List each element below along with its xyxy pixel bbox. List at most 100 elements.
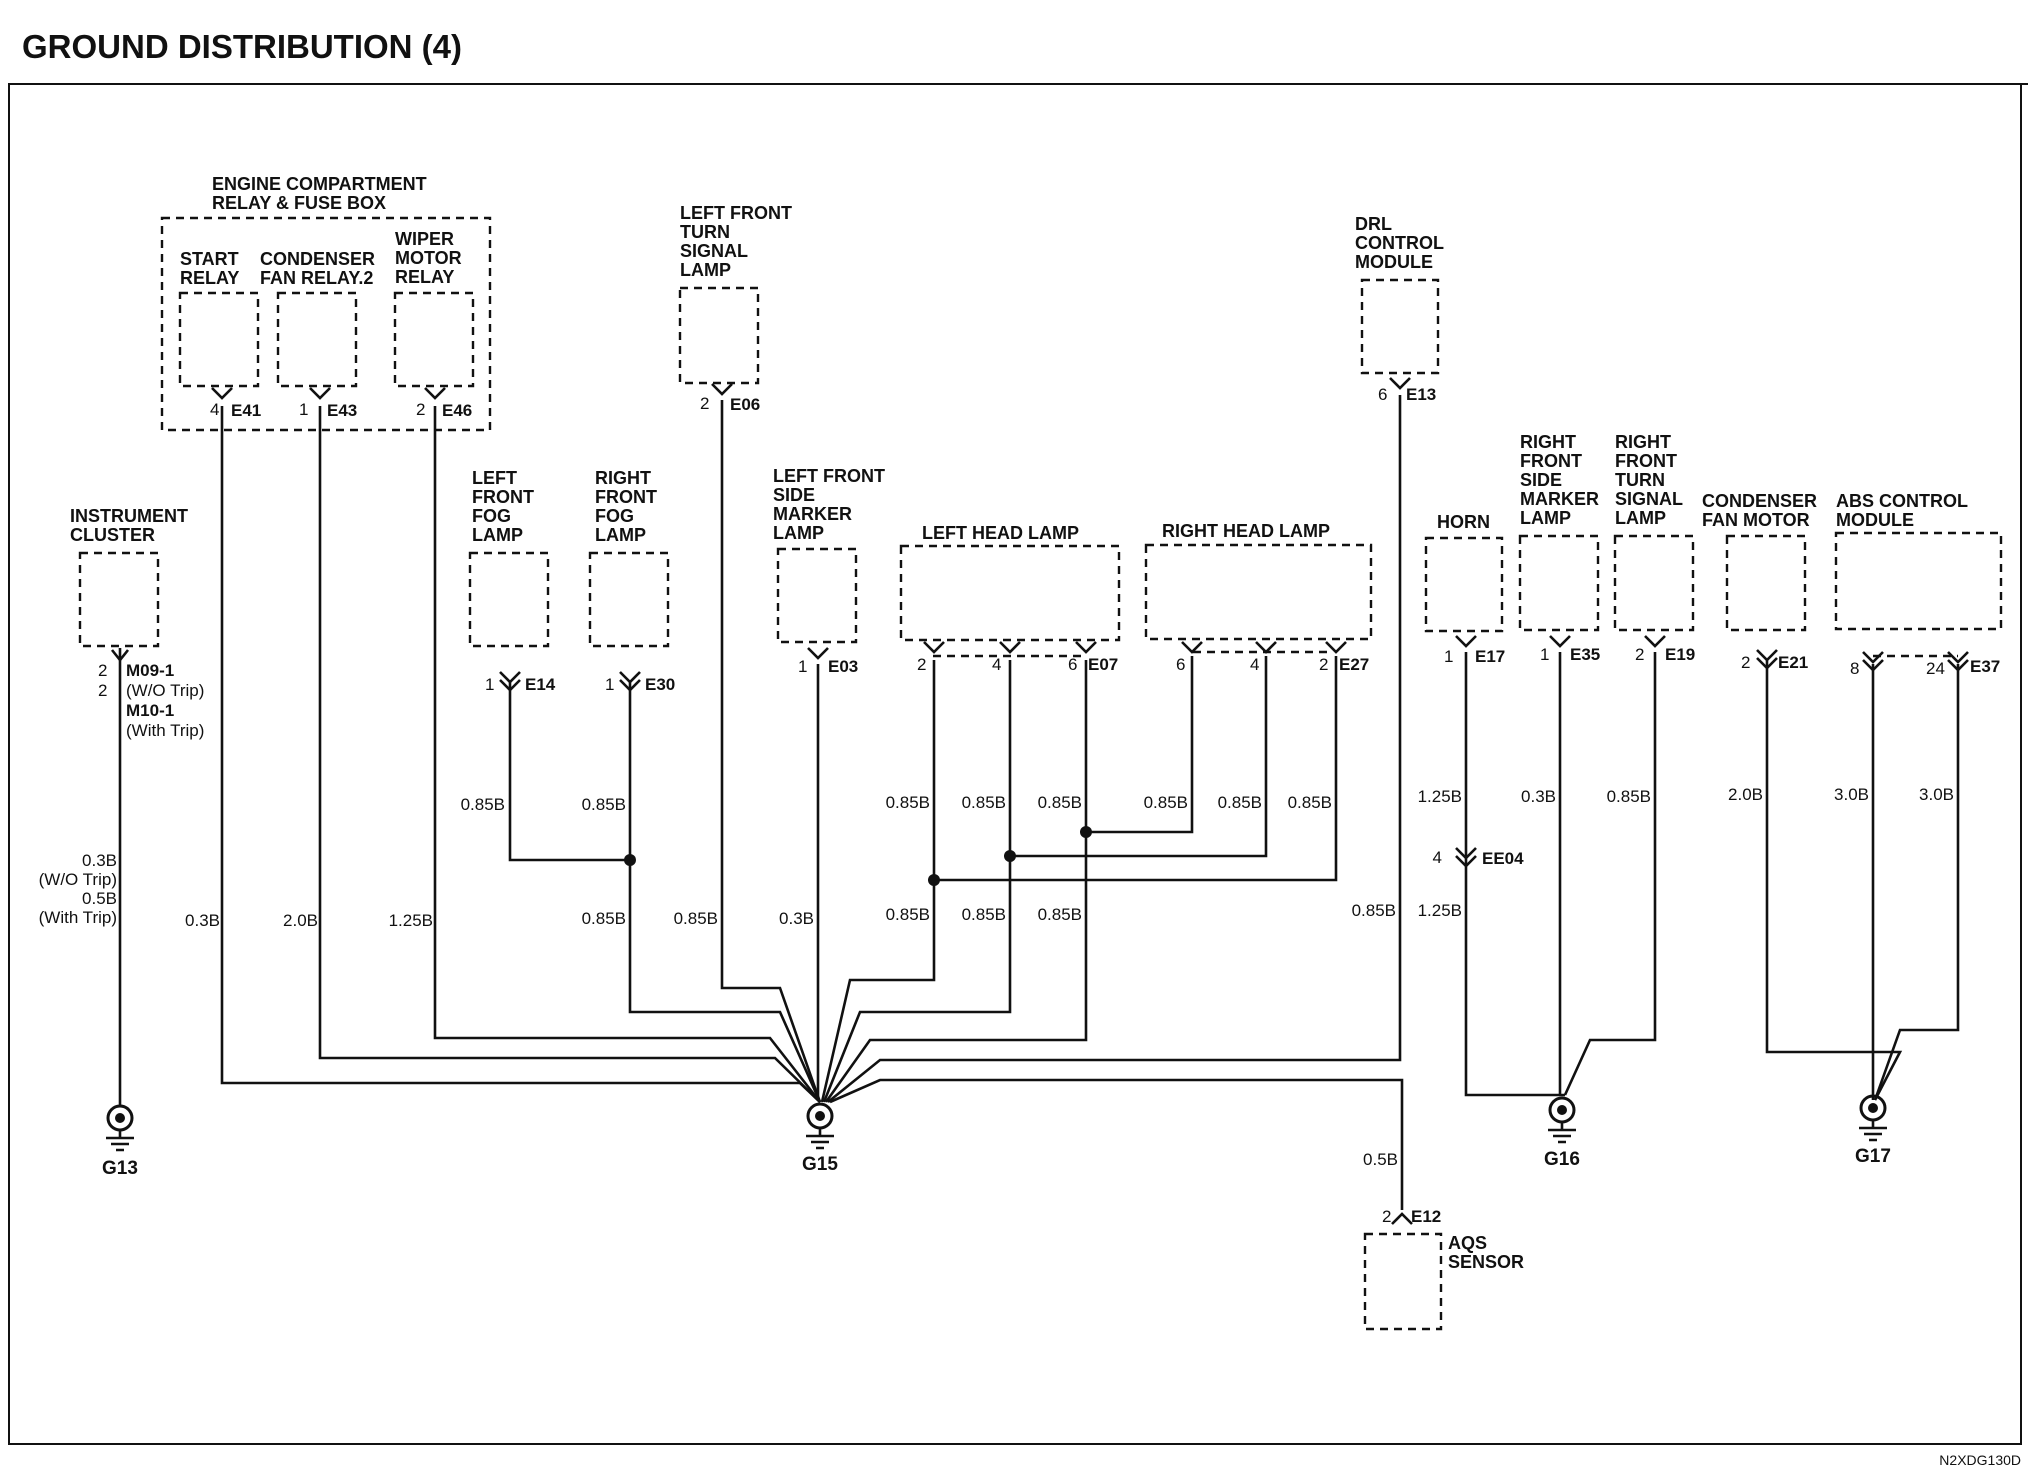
aqs-label-2: SENSOR xyxy=(1448,1252,1524,1272)
ground-g17-label: G17 xyxy=(1855,1146,1891,1167)
drl-connector: E13 xyxy=(1406,385,1436,404)
rf-marker-box xyxy=(1518,534,1600,632)
drl-pin: 6 xyxy=(1378,385,1387,404)
ground-g15-icon xyxy=(806,1128,834,1150)
wire-drl xyxy=(827,395,1402,1104)
rf-turn-pin: 2 xyxy=(1635,645,1644,664)
horn-pin: 1 xyxy=(1444,647,1453,666)
condenser-fan-relay-label-2: FAN RELAY.2 xyxy=(260,268,373,288)
wire-wiper-relay xyxy=(433,406,822,1103)
rf-turn-box xyxy=(1613,534,1695,632)
right-head-pin-6: 6 xyxy=(1176,655,1185,674)
wire-label-aqs: 0.5B xyxy=(1363,1150,1398,1169)
splice-head-6 xyxy=(1080,826,1092,838)
wiper-relay-connector: E46 xyxy=(442,401,472,420)
ground-g16-dot xyxy=(1557,1105,1567,1115)
wire-lf-fog xyxy=(508,680,630,862)
wire-label-merge-h1: 0.85B xyxy=(886,905,930,924)
wire-label-drl: 0.85B xyxy=(1352,901,1396,920)
wire-right-head-6 xyxy=(1086,656,1194,834)
ground-g17-icon xyxy=(1859,1120,1887,1142)
wire-abs-24 xyxy=(1873,664,1960,1101)
lf-turn-label-3: SIGNAL xyxy=(680,241,748,261)
wiper-relay-box xyxy=(393,291,475,388)
right-head-lamp-box xyxy=(1144,543,1373,641)
wiper-relay-label-1: WIPER xyxy=(395,229,454,249)
rf-fog-pin: 1 xyxy=(605,675,614,694)
abs-box xyxy=(1834,531,2003,631)
drl-label-2: CONTROL xyxy=(1355,233,1444,253)
rf-marker-label-4: MARKER xyxy=(1520,489,1599,509)
lf-fog-label-3: FOG xyxy=(472,506,511,526)
right-front-turn-signal-lamp: RIGHT FRONT TURN SIGNAL LAMP 2 E19 xyxy=(1613,432,1695,664)
connector-chevrons xyxy=(110,377,1969,1225)
right-head-lamp-label: RIGHT HEAD LAMP xyxy=(1162,521,1330,541)
wire-label-horn-lower: 1.25B xyxy=(1418,901,1462,920)
lf-marker-pin: 1 xyxy=(798,657,807,676)
horn-box xyxy=(1424,536,1504,633)
lf-fog-box xyxy=(468,551,550,648)
drl-control-module: DRL CONTROL MODULE 6 E13 xyxy=(1355,214,1444,404)
abs-connector: E37 xyxy=(1970,657,2000,676)
rf-fog-label-4: LAMP xyxy=(595,525,646,545)
rf-turn-label-1: RIGHT xyxy=(1615,432,1671,452)
ic-connector-1: M09-1 xyxy=(126,661,174,680)
wire-label-marker-left: 0.3B xyxy=(779,909,814,928)
wire-labels: 0.3B 2.0B 1.25B 0.85B 0.85B 0.85B 0.85B … xyxy=(185,785,1954,1169)
ground-g16: G16 xyxy=(1544,1096,1580,1170)
condenser-fan-relay-box xyxy=(276,291,358,388)
ic-wire-2: 0.5B xyxy=(82,889,117,908)
horn-inline-connector: EE04 xyxy=(1482,849,1524,868)
right-front-fog-lamp: RIGHT FRONT FOG LAMP 1 E30 xyxy=(588,468,675,694)
rf-fog-label-3: FOG xyxy=(595,506,634,526)
rf-marker-label-2: FRONT xyxy=(1520,451,1582,471)
ic-wire-1: 0.3B xyxy=(82,851,117,870)
aqs-connector: E12 xyxy=(1411,1207,1441,1226)
wire-label-rf-turn: 0.85B xyxy=(1607,787,1651,806)
lf-marker-connector: E03 xyxy=(828,657,858,676)
left-head-pin-4: 4 xyxy=(992,655,1001,674)
drl-box xyxy=(1360,278,1440,375)
ground-g16-label: G16 xyxy=(1544,1149,1580,1170)
wire-label-head-r3: 0.85B xyxy=(1288,793,1332,812)
lf-fog-label-1: LEFT xyxy=(472,468,517,488)
ic-note-2: (With Trip) xyxy=(126,721,204,740)
wiper-relay-label-3: RELAY xyxy=(395,267,454,287)
drl-label-1: DRL xyxy=(1355,214,1392,234)
right-head-pin-2: 2 xyxy=(1319,655,1328,674)
rf-fog-label-1: RIGHT xyxy=(595,468,651,488)
lf-marker-label-1: LEFT FRONT xyxy=(773,466,885,486)
cond-motor-label-2: FAN MOTOR xyxy=(1702,510,1810,530)
rf-turn-label-2: FRONT xyxy=(1615,451,1677,471)
lf-fog-label-2: FRONT xyxy=(472,487,534,507)
rf-fog-label-2: FRONT xyxy=(595,487,657,507)
left-front-turn-signal-lamp: LEFT FRONT TURN SIGNAL LAMP 2 E06 xyxy=(678,203,792,414)
splice-head-4 xyxy=(1004,850,1016,862)
wire-label-horn-upper: 1.25B xyxy=(1418,787,1462,806)
cond-motor-pin: 2 xyxy=(1741,653,1750,672)
horn-label: HORN xyxy=(1437,512,1490,532)
lf-turn-label-2: TURN xyxy=(680,222,730,242)
wire-label-abs-24: 3.0B xyxy=(1919,785,1954,804)
wire-label-rf-marker: 0.3B xyxy=(1521,787,1556,806)
relay-box-label-line2: RELAY & FUSE BOX xyxy=(212,193,386,213)
start-relay-connector: E41 xyxy=(231,401,261,420)
left-head-lamp-label: LEFT HEAD LAMP xyxy=(922,523,1079,543)
wire-condenser-relay xyxy=(318,406,821,1103)
ic-wire-note-2: (With Trip) xyxy=(39,908,117,927)
lf-marker-label-4: LAMP xyxy=(773,523,824,543)
lf-marker-label-2: SIDE xyxy=(773,485,815,505)
wire-label-start: 0.3B xyxy=(185,911,220,930)
rf-marker-label-5: LAMP xyxy=(1520,508,1571,528)
lf-marker-box xyxy=(776,547,858,644)
condenser-fan-relay-label-1: CONDENSER xyxy=(260,249,375,269)
ic-note-1: (W/O Trip) xyxy=(126,681,204,700)
wire-left-head-4 xyxy=(822,660,1012,1103)
start-relay-label-2: RELAY xyxy=(180,268,239,288)
condenser-fan-relay-pin: 1 xyxy=(299,400,308,419)
ic-connector-2: M10-1 xyxy=(126,701,174,720)
left-head-lamp-box xyxy=(899,544,1121,642)
ground-g15-dot xyxy=(815,1111,825,1121)
rf-turn-label-4: SIGNAL xyxy=(1615,489,1683,509)
